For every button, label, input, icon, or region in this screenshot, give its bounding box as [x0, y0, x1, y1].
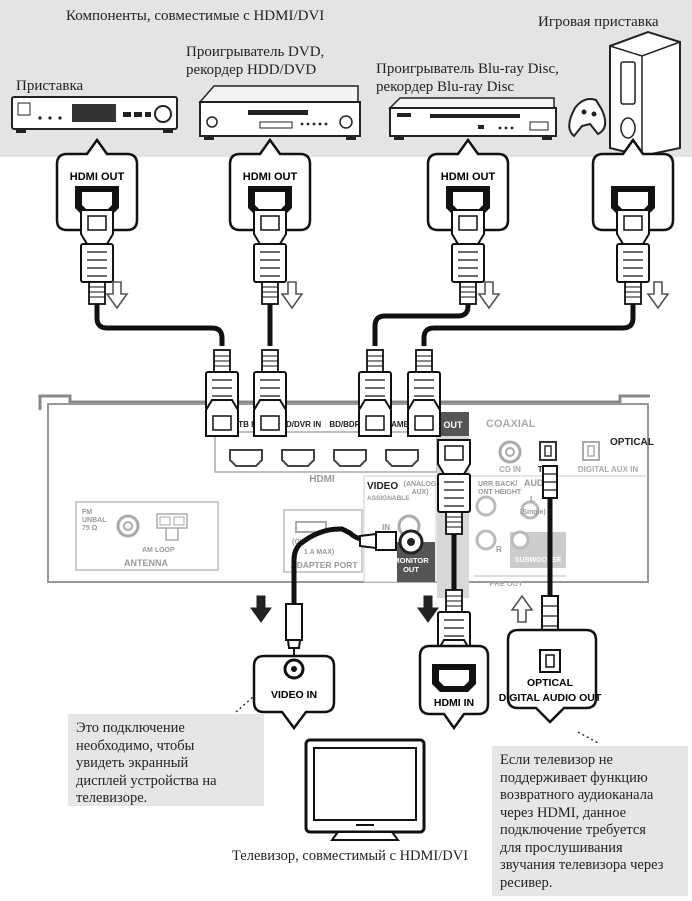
adapter-note-2: 1 A MAX): [304, 549, 334, 556]
note-right: Если телевизор не поддерживает функцию в…: [492, 746, 688, 896]
bluray-recorder-image: [388, 97, 557, 140]
hdmi-cables: [94, 295, 636, 346]
cd-in-label: CD IN: [499, 465, 521, 474]
monitor-out-label-2: OUT: [403, 565, 419, 574]
tv-optical-label: OPTICAL: [527, 677, 574, 689]
r-label: R: [496, 545, 502, 554]
single-label: (Single): [520, 509, 546, 516]
l-label: L: [530, 495, 535, 504]
surr-back-label-2: ONT HEIGHT: [478, 489, 522, 496]
audio-section-label: AUD: [524, 478, 544, 488]
video-in-label: VIDEO IN: [271, 689, 317, 701]
bd-label-1: Проигрыватель Blu-ray Disc,: [376, 61, 559, 77]
monitor-out-label-1: MONITOR: [393, 556, 429, 565]
digital-audio-out-label: DIGITAL AUDIO OUT: [499, 692, 602, 704]
antenna-label: ANTENNA: [124, 558, 168, 568]
surr-back-label-1: URR BACK/: [478, 481, 517, 488]
hdmi-in-bubble: [418, 644, 490, 731]
coaxial-label: COAXIAL: [486, 418, 536, 430]
game-in-label: GAME IN: [385, 420, 419, 429]
television-image: [304, 738, 426, 841]
pre-out-label: PRE OUT: [489, 579, 523, 588]
hdmi-out-label-bd: HDMI OUT: [441, 171, 496, 183]
hdmi-out-jack-label: OUT: [444, 420, 464, 430]
adapter-port-label: ADAPTER PORT: [290, 560, 358, 570]
video-in-bubble: [252, 654, 336, 731]
dvd-label-1: Проигрыватель DVD,: [186, 44, 325, 60]
video-section-label: VIDEO: [367, 481, 398, 492]
hdmi-in-label: HDMI IN: [434, 697, 474, 709]
note-left: Это подключение необходимо, чтобы увидет…: [68, 714, 264, 806]
fm-label-1: FM: [82, 509, 92, 516]
stb-label: Приставка: [16, 78, 84, 94]
digital-aux-in-label: DIGITAL AUX IN: [578, 465, 639, 474]
hdmi-section-label: HDMI: [309, 474, 335, 485]
fm-label-2: UNBAL: [82, 517, 107, 524]
dvd-recorder-image: [198, 85, 361, 140]
am-loop-label: AM LOOP: [142, 547, 175, 554]
video-in-jack-label: IN: [382, 523, 390, 532]
game-console-image: [568, 30, 681, 158]
stb-in-label: STB IN: [233, 420, 259, 429]
subwoofer-label: SUBWOOFER: [515, 557, 561, 564]
bd-bdr-in-label: BD/BDR IN: [329, 420, 371, 429]
hdmi-out-label-dvd: HDMI OUT: [243, 171, 298, 183]
video-cable: [285, 526, 397, 655]
dvd-dvr-in-label: DVD/DVR IN: [275, 420, 321, 429]
game-console-label: Игровая приставка: [538, 14, 659, 30]
fm-label-3: 75 Ω: [82, 525, 98, 532]
analog-aux-label-1: (ANALOG: [404, 481, 437, 488]
optical-out-bubble: [506, 628, 598, 724]
optical-section-label: OPTICAL: [610, 437, 654, 448]
assignable-label: ASSIGNABLE: [367, 495, 410, 502]
dvd-label-2: рекордер HDD/DVD: [186, 62, 317, 78]
group-title: Компоненты, совместимые с HDMI/DVI: [66, 8, 325, 24]
analog-aux-label-2: AUX): [411, 489, 428, 496]
tv-caption: Телевизор, совместимый с HDMI/DVI: [232, 848, 469, 864]
bd-label-2: рекордер Blu-ray Disc: [376, 79, 515, 95]
stb-device-image: [11, 96, 178, 133]
hdmi-out-label-stb: HDMI OUT: [70, 171, 125, 183]
